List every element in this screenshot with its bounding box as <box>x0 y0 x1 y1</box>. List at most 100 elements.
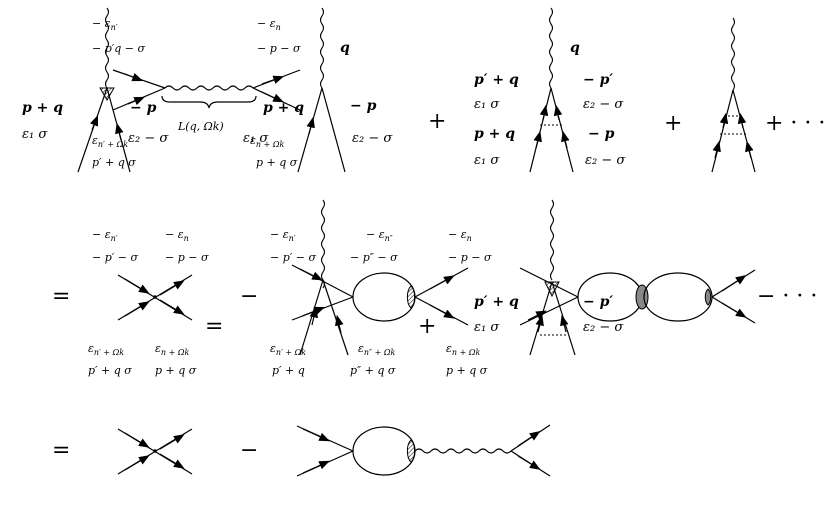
row1-diagram1: − εn′ − p′q − σ p + q ε₁ σ − p εn′ + Ωk … <box>22 7 393 173</box>
label-p-q: p + q <box>474 126 515 142</box>
fermion-arrow <box>115 122 124 141</box>
label-q: q <box>570 40 580 56</box>
fermion-line <box>321 87 346 173</box>
hatched-vertex <box>406 285 416 309</box>
brace <box>161 95 257 109</box>
vertex-dot <box>153 295 157 299</box>
label-minus-p-prime: − p′ <box>583 72 613 88</box>
label-p-prime-q-top: − p′q − σ <box>92 42 146 55</box>
label-p-dprime-q-sigma: p″ + q σ <box>350 364 396 377</box>
interaction-wavy-line <box>164 85 254 91</box>
label-eps-nprime-omega: εn′ + Ωk <box>270 342 306 357</box>
fermion-line <box>711 89 734 173</box>
photon-line <box>549 199 555 281</box>
fermion-arrow <box>301 306 326 317</box>
label-eps1-sigma-left: ε₁ σ <box>22 127 48 142</box>
fermion-line <box>519 267 579 298</box>
fermion-arrow <box>299 268 323 281</box>
label-minus-p-dprime: − p″ − σ <box>350 251 398 264</box>
label-eps-n-top: − εn <box>257 17 281 32</box>
fermion-line <box>551 281 576 356</box>
row1-diagram2: q p′ + q − p′ ε₁ σ ε₂ − σ p + q − p ε₁ σ… <box>474 7 626 173</box>
label-eps-nprime-top: − εn′ <box>270 228 296 243</box>
label-eps-ndprime-top: − εn″ <box>366 228 393 243</box>
fermion-arrow <box>533 130 542 149</box>
fermion-arrow <box>429 304 455 319</box>
fermion-line <box>550 87 574 173</box>
label-eps-nprime: − εn′ <box>92 17 118 32</box>
fermion-arrow <box>302 460 330 474</box>
fermion-arrow <box>535 314 544 333</box>
fermion-arrow <box>539 104 549 121</box>
label-eps1-sigma-top: ε₁ σ <box>474 97 500 112</box>
row3-vertex <box>117 428 193 475</box>
photon-line <box>320 199 326 289</box>
fermion-arrow <box>261 91 284 103</box>
label-minus-p-mid: − p <box>130 100 157 116</box>
fermion-arrow <box>124 73 144 82</box>
label-eps-nprime-top: − εn′ <box>92 228 118 243</box>
label-p-q-sigma: p + q σ <box>155 364 197 377</box>
plus-dots: + · · · <box>765 111 825 136</box>
label-eps2-minus-sigma-top: ε₂ − σ <box>583 97 624 112</box>
label-eps-ndprime-omega: εn″ + Ωk <box>358 342 395 357</box>
label-p-q-sigma: p + q σ <box>446 364 488 377</box>
fermion-arrow <box>159 453 185 469</box>
fermion-line <box>732 89 756 173</box>
fermion-arrow <box>89 114 99 131</box>
fermion-line <box>322 279 349 356</box>
label-eps-nprime-omega: εn′ + Ωk <box>92 134 128 149</box>
row1-diagram3 <box>711 17 756 173</box>
equals-operator: = <box>52 284 70 309</box>
label-p-q-right: p + q <box>263 100 304 116</box>
fermion-arrow <box>517 455 541 470</box>
minus-operator: − <box>240 438 258 463</box>
fermion-arrow <box>159 280 185 296</box>
hatched-vertex <box>406 439 416 463</box>
fermion-arrow <box>745 140 754 159</box>
fermion-line <box>529 87 552 173</box>
fermion-arrow <box>737 112 747 129</box>
fermion-arrow <box>527 310 547 321</box>
fermion-line <box>299 279 324 356</box>
fermion-arrow <box>309 306 318 326</box>
interaction-wavy-line <box>414 448 512 454</box>
label-minus-p-sigma: − p − σ <box>165 251 209 264</box>
label-p-prime-q-bottom: p′ + q σ <box>92 156 136 169</box>
label-eps-n-omega: εn + Ωk <box>446 342 480 357</box>
fermion-line <box>291 296 354 321</box>
photon-line <box>104 7 110 89</box>
fermion-arrow <box>124 278 150 294</box>
label-p-prime-q: p′ + q <box>272 364 305 377</box>
row2-right-diagram: p′ + q ε₁ σ − p′ ε₂ − σ <box>474 199 756 356</box>
row3-bubble-diagram <box>296 424 551 477</box>
bubble-loop <box>352 272 416 322</box>
photon-line <box>319 7 325 89</box>
label-L: L(q, Ωk) <box>177 120 224 133</box>
label-eps-n-omega: εn + Ωk <box>250 134 284 149</box>
label-q-right: q <box>340 40 350 56</box>
label-p-prime-q: p′ + q <box>474 72 519 88</box>
fermion-arrow <box>124 455 150 471</box>
fermion-arrow <box>721 275 747 292</box>
photon-line <box>730 17 736 91</box>
label-eps2-minus-sigma-bottom: ε₂ − σ <box>585 153 626 168</box>
bubble-loop <box>352 426 416 476</box>
label-eps1-sigma-bottom: ε₁ σ <box>474 153 500 168</box>
bubble-loop <box>643 272 713 322</box>
label-p-prime-q-sigma: p′ + q σ <box>88 364 132 377</box>
plus-operator: + <box>418 314 436 339</box>
fermion-arrow <box>159 434 185 450</box>
fermion-arrow <box>127 96 145 106</box>
minus-operator: − <box>240 284 258 309</box>
fermion-arrow <box>124 301 150 317</box>
photon-line <box>548 7 554 89</box>
label-eps-n-top: − εn <box>448 228 472 243</box>
label-eps2-minus-sigma: ε₂ − σ <box>128 131 169 146</box>
fermion-arrow <box>306 116 315 135</box>
label-eps-n-top: − εn <box>165 228 189 243</box>
fermion-arrow <box>517 431 541 447</box>
vertex-dot <box>153 449 157 453</box>
